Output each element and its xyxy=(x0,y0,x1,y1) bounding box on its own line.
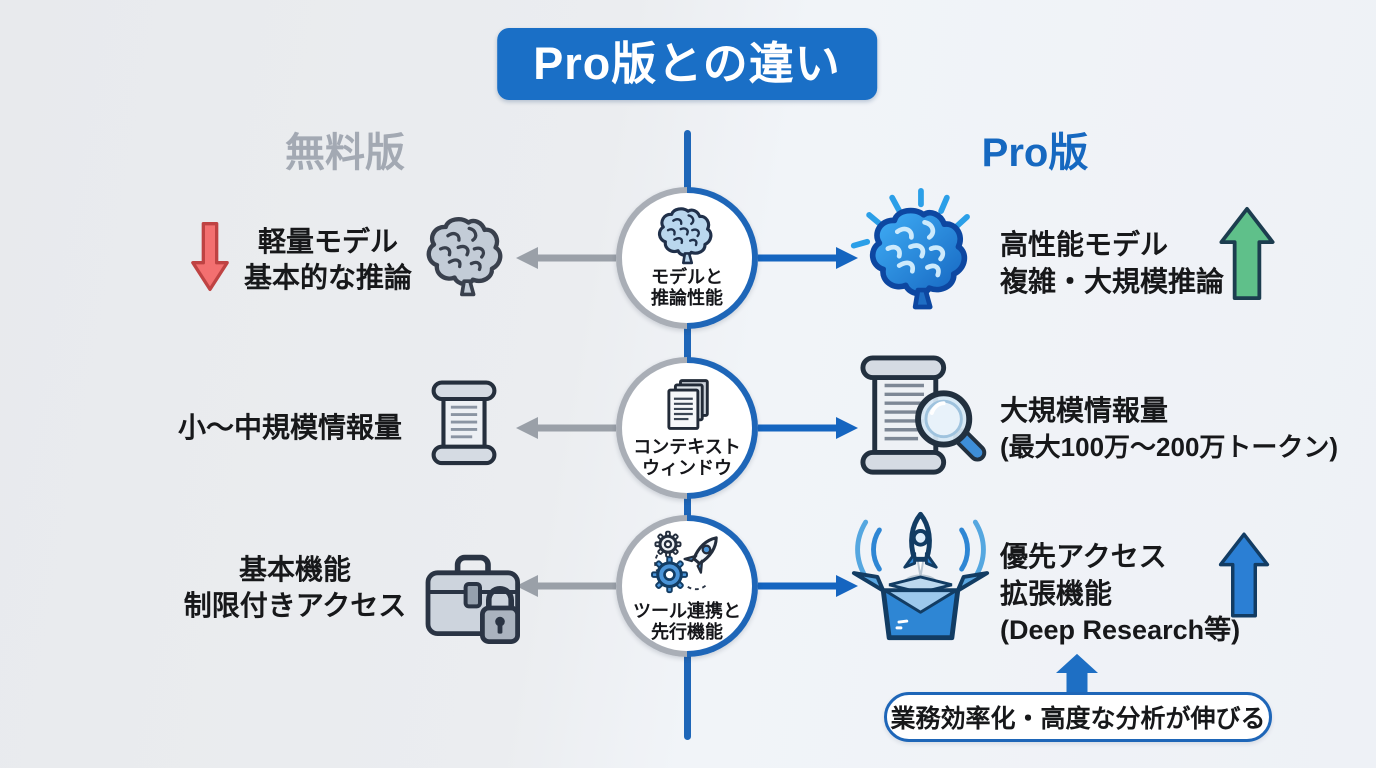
up-trend-green-arrow-icon xyxy=(1219,206,1275,301)
node-context-window: コンテキスト ウィンドウ xyxy=(616,357,758,499)
free-row1-text: 軽量モデル 基本的な推論 xyxy=(243,226,412,294)
briefcase-lock-icon xyxy=(425,554,520,644)
node-model-performance: モデルと 推論性能 xyxy=(616,187,758,329)
scroll-magnifier-icon xyxy=(860,355,987,475)
right-connector-arrow-icon xyxy=(758,417,858,439)
node-tools-features: ツール連携と 先行機能 xyxy=(616,515,758,657)
pro-row1-text: 高性能モデル 複雑・大規模推論 xyxy=(1000,229,1225,297)
left-connector-arrow-icon xyxy=(516,247,616,269)
documents-stack-icon xyxy=(667,378,709,430)
left-connector-arrow-icon xyxy=(516,417,616,439)
page-title: Pro版との違い xyxy=(497,28,877,100)
node-label: ツール連携と 先行機能 xyxy=(633,600,741,642)
footer-note: 業務効率化・高度な分析が伸びる xyxy=(884,692,1272,742)
free-column-header: 無料版 xyxy=(285,131,405,175)
rocket-box-icon xyxy=(851,511,990,641)
gears-rocket-icon xyxy=(651,530,718,593)
brain-icon xyxy=(658,207,713,264)
right-connector-arrow-icon xyxy=(758,575,858,597)
glowing-brain-icon xyxy=(850,188,970,310)
free-row2-text: 小〜中規模情報量 xyxy=(177,412,402,443)
down-trend-arrow-icon xyxy=(191,222,229,292)
right-connector-arrow-icon xyxy=(758,247,858,269)
scroll-icon xyxy=(431,380,497,466)
left-connector-arrow-icon xyxy=(516,575,616,597)
free-row3-text: 基本機能 制限付きアクセス xyxy=(183,554,407,622)
footer-up-arrow-icon xyxy=(1056,653,1098,693)
up-trend-blue-arrow-icon xyxy=(1218,532,1270,618)
pro-row2-text: 大規模情報量 (最大100万〜200万トークン) xyxy=(1000,395,1339,462)
brain-icon xyxy=(426,217,503,297)
pro-row3-text: 優先アクセス 拡張機能 (Deep Research等) xyxy=(1000,541,1241,645)
node-label: コンテキスト ウィンドウ xyxy=(633,436,741,478)
pro-column-header: Pro版 xyxy=(981,131,1089,175)
node-label: モデルと 推論性能 xyxy=(651,266,723,308)
